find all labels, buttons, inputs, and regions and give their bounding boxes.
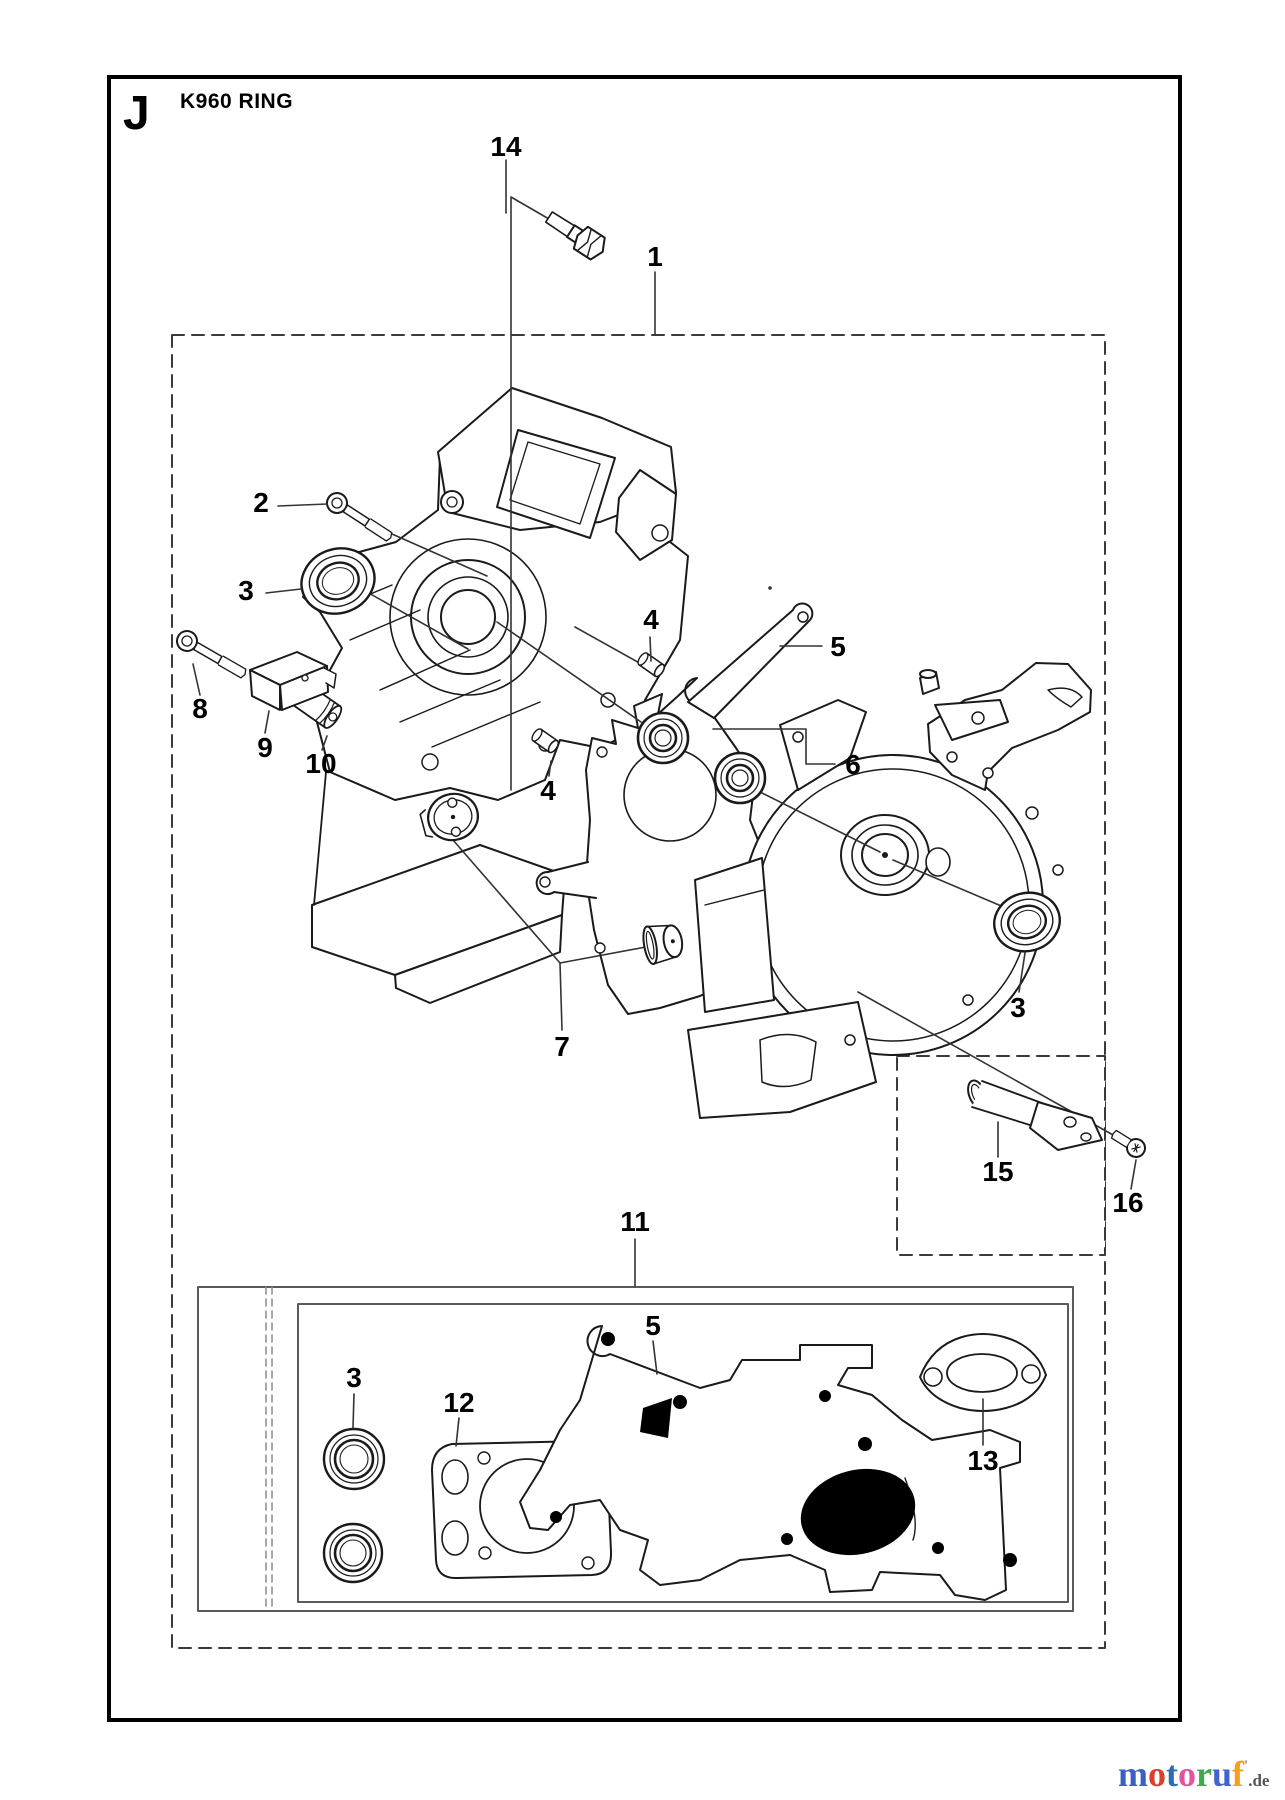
main-assembly-dashed-box [171, 334, 1106, 1649]
callout-3-kit: 3 [346, 1362, 362, 1393]
logo-mark: ' [1244, 1758, 1249, 1774]
callout-10: 10 [305, 748, 336, 779]
callout-2: 2 [253, 487, 269, 518]
callout-4-upper: 4 [643, 604, 659, 635]
crankshaft-bearing-right [713, 751, 767, 805]
plug-left [419, 792, 479, 842]
crankshaft-bearing-left [636, 711, 690, 765]
crankcase-half-clutch-side [302, 387, 689, 1004]
callout-16: 16 [1112, 1187, 1143, 1218]
callout-8: 8 [192, 693, 208, 724]
logo-letter: o [1148, 1754, 1166, 1794]
dowel-pin-lower [531, 728, 560, 754]
callout-4-lower: 4 [540, 775, 556, 806]
section-letter: J [123, 87, 150, 140]
logo-letter: t [1166, 1754, 1178, 1794]
crankcase-half-flywheel-side [687, 662, 1092, 1119]
callout-3-left: 3 [238, 575, 254, 606]
callout-7: 7 [554, 1031, 570, 1062]
callout-11: 11 [620, 1206, 650, 1237]
callout-3-right: 3 [1010, 992, 1026, 1023]
callout-numbers: 1 2 3 4 5 6 4 7 8 9 10 3 11 3 12 5 13 14… [192, 131, 1143, 1476]
dowel-pin-upper [637, 652, 666, 678]
callout-13: 13 [967, 1445, 998, 1476]
logo-letter: m [1118, 1754, 1148, 1794]
callout-12: 12 [443, 1387, 474, 1418]
handle-pin-part-15 [967, 1079, 1103, 1151]
kit-muffler-gasket [919, 1333, 1047, 1412]
logo-letter: r [1196, 1754, 1212, 1794]
callout-leader-lines [192, 159, 1137, 1447]
callout-15: 15 [982, 1156, 1013, 1187]
cover-plate-part-9 [249, 651, 337, 711]
kit-crankcase-gasket [519, 1325, 1021, 1601]
crankcase-screw-lower [176, 630, 247, 679]
logo-tld: .de [1248, 1771, 1270, 1790]
oil-seal-flywheel-side [993, 891, 1061, 953]
kit-oil-seal-bottom [322, 1522, 384, 1584]
motoruf-logo: motoruf'.de [1118, 1753, 1269, 1795]
callout-14: 14 [490, 131, 522, 162]
callout-9: 9 [257, 732, 273, 763]
callout-1: 1 [647, 241, 663, 272]
logo-letter: o [1178, 1754, 1196, 1794]
page-title: K960 RING [180, 90, 294, 113]
crankcase-screw-upper [326, 492, 393, 542]
callout-5-kit: 5 [645, 1310, 661, 1341]
handle-bracket-screw [1110, 1129, 1146, 1158]
logo-letter: f [1232, 1754, 1245, 1794]
callout-5: 5 [830, 631, 846, 662]
callout-6: 6 [845, 749, 861, 780]
page-frame [107, 75, 1182, 1722]
oil-seal-clutch-side [300, 547, 376, 615]
plug-right [642, 924, 684, 965]
cylinder-bolt [544, 211, 606, 261]
logo-letter: u [1211, 1754, 1233, 1794]
kit-oil-seal-top [322, 1427, 386, 1491]
